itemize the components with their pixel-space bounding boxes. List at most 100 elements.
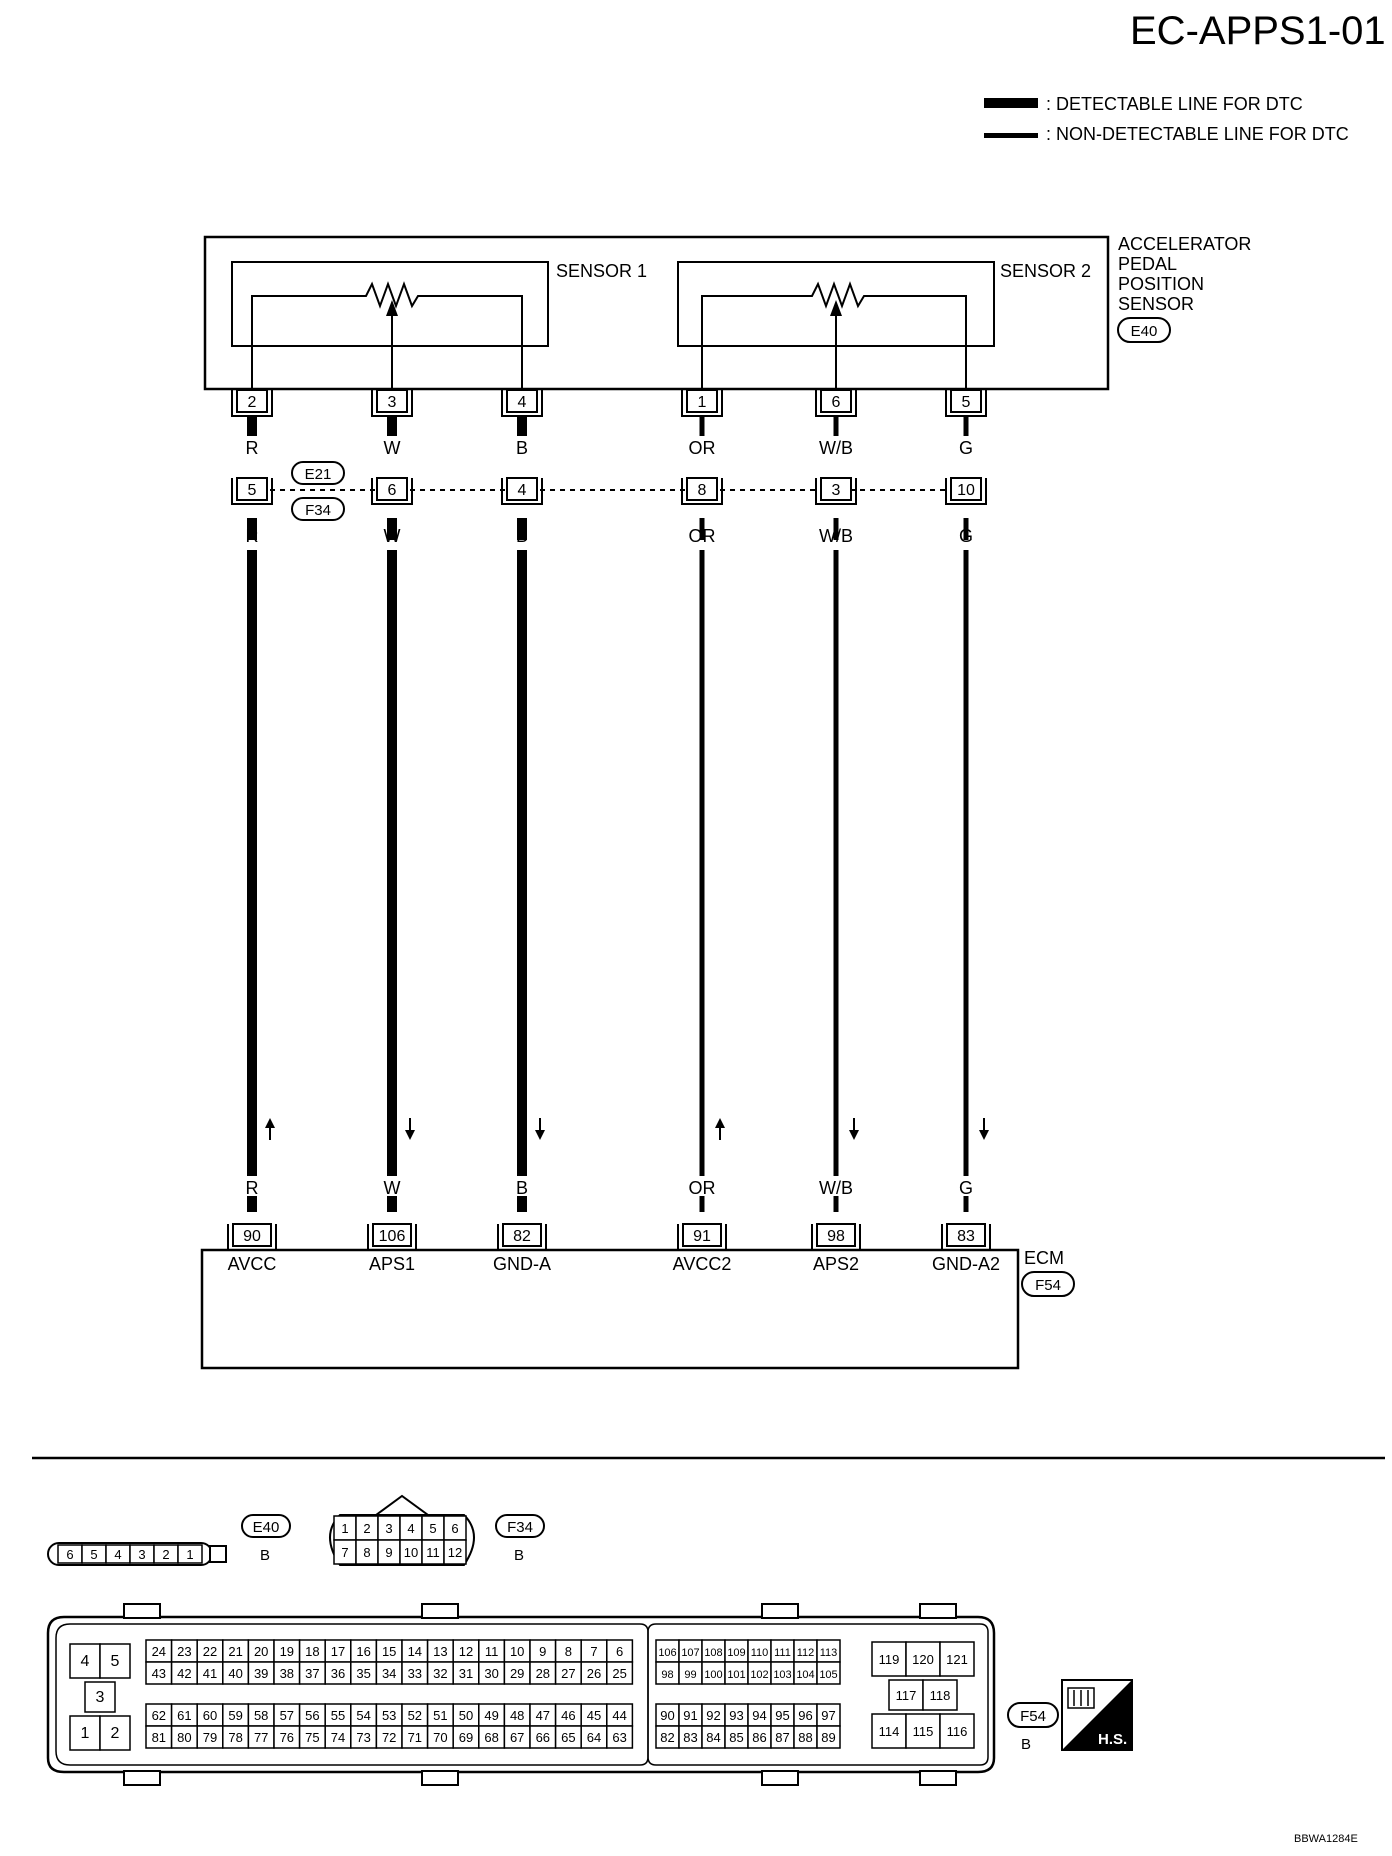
f54-view-pin-label: 74 <box>331 1730 345 1745</box>
ecm-pin-98-number: 98 <box>827 1228 845 1245</box>
f54-view-pin-label: 52 <box>408 1708 422 1723</box>
f54-view-pin-label: 115 <box>913 1724 934 1739</box>
f54-view-pin-label: 14 <box>408 1644 422 1659</box>
sensor-name-line-1: ACCELERATOR <box>1118 234 1251 254</box>
f54-view-pin-label: 76 <box>280 1730 294 1745</box>
f54-view-pin-label: 29 <box>510 1666 524 1681</box>
wire-color-mid-5: W/B <box>819 526 853 546</box>
ecm-pin-83-number: 83 <box>957 1228 975 1245</box>
f54-view-pin-label: 69 <box>459 1730 473 1745</box>
wire-color-lower-2: W <box>384 1178 401 1198</box>
junction-pin-8-number: 8 <box>698 482 707 499</box>
f54-view-pin-label: 18 <box>305 1644 319 1659</box>
f34-view-pin-label: 5 <box>429 1521 436 1536</box>
f54-view-pin <box>99 1715 131 1751</box>
f54-view-pin-label: 3 <box>96 1689 105 1706</box>
f54-view-pin-label: 114 <box>879 1724 900 1739</box>
f54-view-pin-label: 60 <box>203 1708 217 1723</box>
f34-view-pin-label: 6 <box>451 1521 458 1536</box>
f54-view-pin <box>606 1661 634 1685</box>
sensor-pin-4: 4 <box>501 389 543 417</box>
sensor-pin-1-number: 1 <box>698 394 707 411</box>
f54-view-pin-label: 94 <box>752 1708 766 1723</box>
ecm-label: ECM <box>1024 1248 1064 1268</box>
f54-connector-view <box>46 1603 996 1786</box>
f54-view-pin-label: 41 <box>203 1666 217 1681</box>
f54-view-pin-label: 81 <box>152 1730 166 1745</box>
f54-view-code: F54 <box>1020 1708 1046 1725</box>
sensor-connector-code: E40 <box>1131 323 1158 340</box>
f54-view-pin-label: 55 <box>331 1708 345 1723</box>
ecm-pin-91-number: 91 <box>693 1228 711 1245</box>
f34-view-pin-label: 2 <box>363 1521 370 1536</box>
f54-view-pin-label: 50 <box>459 1708 473 1723</box>
ecm-terminal-avcc: AVCC <box>228 1254 277 1274</box>
f54-view-pin-label: 48 <box>510 1708 524 1723</box>
f54-view-pin-label: 22 <box>203 1644 217 1659</box>
f54-view-pin <box>871 1641 907 1677</box>
f34-view-code: F34 <box>507 1519 533 1536</box>
f54-view-pin-label: 67 <box>510 1730 524 1745</box>
f54-view-pin-label: 11 <box>485 1644 499 1659</box>
f54-view-pin-label: 42 <box>177 1666 191 1681</box>
e40-view-color: B <box>260 1547 270 1564</box>
sensor-2-label: SENSOR 2 <box>1000 261 1091 281</box>
sensor-pin-4-number: 4 <box>518 394 527 411</box>
arrow-down-icon <box>849 1130 859 1140</box>
ecm-pin-91: 91 <box>677 1223 727 1251</box>
f54-view-pin-label: 72 <box>382 1730 396 1745</box>
f54-view-pin-label: 43 <box>152 1666 166 1681</box>
f54-view-pin-label: 95 <box>775 1708 789 1723</box>
f34-view-pin-label: 8 <box>363 1545 370 1560</box>
legend-detectable-swatch <box>984 98 1038 108</box>
f54-view-pin-label: 91 <box>683 1708 697 1723</box>
f54-view-pin-label: 10 <box>510 1644 524 1659</box>
f54-view-pin-label: 88 <box>798 1730 812 1745</box>
f54-view-pin-label: 109 <box>727 1647 745 1659</box>
legend-non-detectable-swatch <box>984 133 1038 138</box>
arrow-down-icon <box>979 1130 989 1140</box>
f54-view-pin-label: 19 <box>280 1644 294 1659</box>
junction-pin-10: 10 <box>945 477 987 505</box>
junction-pin-4-number: 4 <box>518 482 527 499</box>
ecm-pin-98: 98 <box>811 1223 861 1251</box>
ecm-module: ECM F54 <box>200 1248 1075 1370</box>
junction-pin-8: 8 <box>681 477 723 505</box>
f54-view-pin-label: 86 <box>752 1730 766 1745</box>
sensor-pin-3-number: 3 <box>388 394 397 411</box>
f54-view-pin-label: 57 <box>280 1708 294 1723</box>
f54-view-pin-label: 24 <box>152 1644 166 1659</box>
f54-view-pin-label: 6 <box>616 1644 623 1659</box>
f54-view-color: B <box>1021 1736 1031 1753</box>
f54-view-pin-label: 27 <box>561 1666 575 1681</box>
ecm-pin-82: 82 <box>497 1223 547 1251</box>
ecm-terminal-gnd-a2: GND-A2 <box>932 1254 1000 1274</box>
e40-view-pin-label: 6 <box>66 1547 73 1562</box>
f54-view-pin-label: 104 <box>796 1669 814 1681</box>
f54-view-pin-label: 39 <box>254 1666 268 1681</box>
e40-view-code: E40 <box>253 1519 280 1536</box>
f54-view-pin-label: 73 <box>356 1730 370 1745</box>
f54-view-pin-label: 70 <box>433 1730 447 1745</box>
f54-view-pin-label: 77 <box>254 1730 268 1745</box>
f54-view-pin-label: 17 <box>331 1644 345 1659</box>
junction-pin-5: 5 <box>231 477 273 505</box>
f54-view-pin <box>939 1713 975 1749</box>
e40-view-pin-label: 2 <box>162 1547 169 1562</box>
arrow-up-icon <box>715 1118 725 1128</box>
ecm-terminal-gnd-a: GND-A <box>493 1254 551 1274</box>
f54-view-pin-label: 117 <box>896 1688 917 1703</box>
hs-icon: H.S. <box>1061 1679 1133 1751</box>
f54-view-pin-label: 16 <box>356 1644 370 1659</box>
f54-view-pin-label: 62 <box>152 1708 166 1723</box>
f54-view-pin-label: 34 <box>382 1666 396 1681</box>
f54-view-pin-label: 97 <box>821 1708 835 1723</box>
f54-view-pin-label: 1 <box>81 1725 90 1742</box>
legend: : DETECTABLE LINE FOR DTC : NON-DETECTAB… <box>984 94 1349 144</box>
f34-view-pin-label: 3 <box>385 1521 392 1536</box>
f54-view-pin <box>922 1679 958 1711</box>
